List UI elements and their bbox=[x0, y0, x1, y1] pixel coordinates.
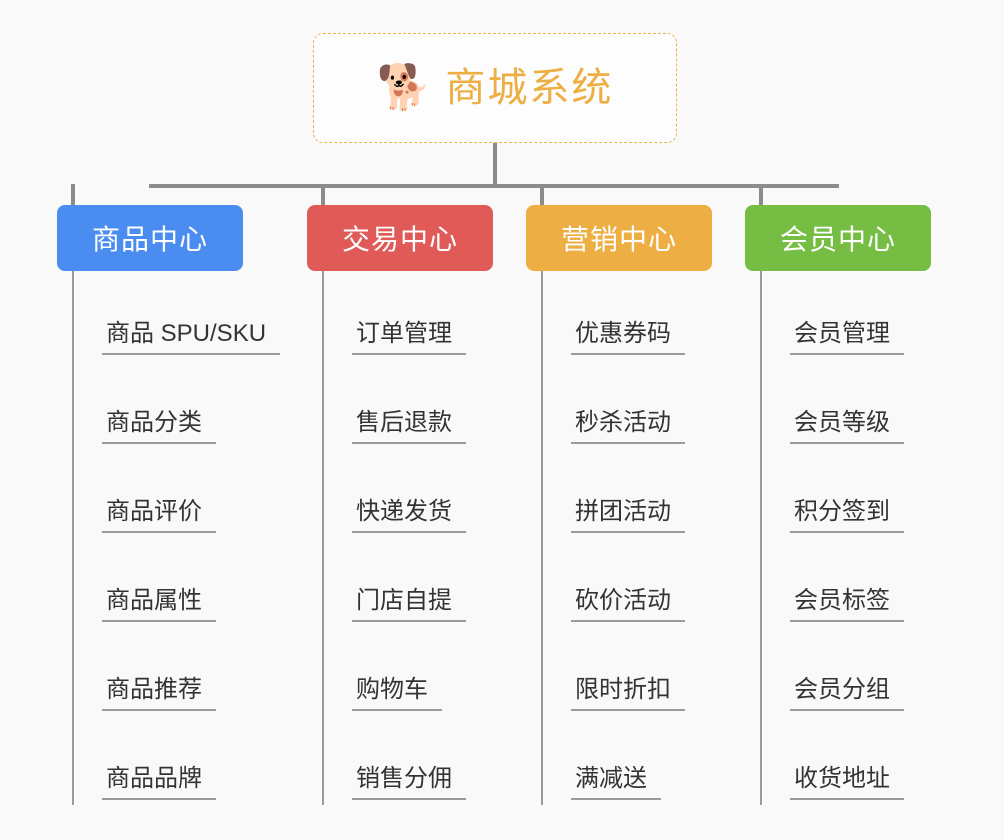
leaf-item[interactable]: 商品品牌 bbox=[72, 716, 280, 805]
connector-drop-trade-center bbox=[321, 184, 325, 208]
leaf-item-label: 秒杀活动 bbox=[571, 409, 685, 444]
connector-drop-member-center bbox=[759, 184, 763, 208]
leaf-item[interactable]: 售后退款 bbox=[322, 360, 466, 449]
leaf-item[interactable]: 商品 SPU/SKU bbox=[72, 271, 281, 360]
leaf-item-label: 砍价活动 bbox=[571, 587, 685, 622]
root-title: 商城系统 bbox=[445, 66, 614, 110]
leaf-item-label: 会员等级 bbox=[790, 409, 904, 444]
leaf-item-label: 购物车 bbox=[352, 676, 442, 711]
leaf-item[interactable]: 收货地址 bbox=[760, 716, 904, 805]
leaf-item[interactable]: 拼团活动 bbox=[541, 449, 685, 538]
leaf-item-label: 订单管理 bbox=[352, 320, 466, 355]
leaf-item-label: 商品属性 bbox=[102, 587, 216, 622]
leaf-item[interactable]: 快递发货 bbox=[322, 449, 466, 538]
category-label: 会员中心 bbox=[779, 224, 896, 255]
leaf-item-label: 拼团活动 bbox=[571, 498, 685, 533]
leaf-item-label: 满减送 bbox=[571, 765, 661, 800]
leaf-item[interactable]: 满减送 bbox=[541, 716, 685, 805]
connector-drop-marketing-center bbox=[540, 184, 544, 208]
leaf-column-trade-center: 订单管理售后退款快递发货门店自提购物车销售分佣 bbox=[322, 271, 466, 805]
leaf-item-label: 会员管理 bbox=[790, 320, 904, 355]
leaf-column-product-center: 商品 SPU/SKU 商品分类商品评价商品属性商品推荐商品品牌 bbox=[72, 271, 281, 805]
leaf-item[interactable]: 商品推荐 bbox=[72, 627, 280, 716]
category-card-marketing-center[interactable]: 营销中心 bbox=[526, 205, 712, 271]
leaf-item-label: 销售分佣 bbox=[352, 765, 466, 800]
category-label: 商品中心 bbox=[91, 224, 208, 255]
leaf-item-label: 优惠券码 bbox=[571, 320, 685, 355]
leaf-item-label: 商品分类 bbox=[102, 409, 216, 444]
category-card-product-center[interactable]: 商品中心 bbox=[57, 205, 243, 271]
category-card-trade-center[interactable]: 交易中心 bbox=[307, 205, 493, 271]
leaf-item[interactable]: 会员标签 bbox=[760, 538, 904, 627]
leaf-item-label: 商品品牌 bbox=[102, 765, 216, 800]
leaf-item[interactable]: 商品评价 bbox=[72, 449, 280, 538]
connector-drop-product-center bbox=[71, 184, 75, 208]
leaf-item-label: 积分签到 bbox=[790, 498, 904, 533]
leaf-item-label: 限时折扣 bbox=[571, 676, 685, 711]
leaf-column-marketing-center: 优惠券码秒杀活动拼团活动砍价活动限时折扣满减送 bbox=[541, 271, 685, 805]
leaf-item[interactable]: 积分签到 bbox=[760, 449, 904, 538]
leaf-item[interactable]: 销售分佣 bbox=[322, 716, 466, 805]
leaf-item-label: 会员分组 bbox=[790, 676, 904, 711]
leaf-rail bbox=[72, 271, 74, 805]
leaf-rail bbox=[541, 271, 543, 805]
leaf-item-label: 会员标签 bbox=[790, 587, 904, 622]
connector-root-stem bbox=[493, 143, 497, 187]
leaf-item-label: 商品推荐 bbox=[102, 676, 216, 711]
category-card-member-center[interactable]: 会员中心 bbox=[745, 205, 931, 271]
connector-horizontal-bus bbox=[149, 184, 839, 188]
leaf-item-label: 商品评价 bbox=[102, 498, 216, 533]
root-node[interactable]: 🐕 商城系统 bbox=[313, 33, 677, 143]
leaf-item[interactable]: 砍价活动 bbox=[541, 538, 685, 627]
leaf-item[interactable]: 秒杀活动 bbox=[541, 360, 685, 449]
leaf-item[interactable]: 优惠券码 bbox=[541, 271, 685, 360]
leaf-item[interactable]: 订单管理 bbox=[322, 271, 466, 360]
leaf-item-label: 收货地址 bbox=[790, 765, 904, 800]
leaf-item[interactable]: 会员管理 bbox=[760, 271, 904, 360]
leaf-item[interactable]: 购物车 bbox=[322, 627, 466, 716]
leaf-column-member-center: 会员管理会员等级积分签到会员标签会员分组收货地址 bbox=[760, 271, 904, 805]
leaf-rail bbox=[322, 271, 324, 805]
leaf-item[interactable]: 商品属性 bbox=[72, 538, 280, 627]
leaf-item[interactable]: 门店自提 bbox=[322, 538, 466, 627]
leaf-item[interactable]: 会员等级 bbox=[760, 360, 904, 449]
category-label: 交易中心 bbox=[341, 224, 458, 255]
leaf-item-label: 售后退款 bbox=[352, 409, 466, 444]
leaf-item[interactable]: 会员分组 bbox=[760, 627, 904, 716]
leaf-item[interactable]: 商品分类 bbox=[72, 360, 280, 449]
leaf-item-label: 商品 SPU/SKU bbox=[102, 320, 281, 355]
shiba-inu-face-icon: 🐕 bbox=[376, 63, 432, 112]
leaf-rail bbox=[760, 271, 762, 805]
leaf-item[interactable]: 限时折扣 bbox=[541, 627, 685, 716]
category-label: 营销中心 bbox=[560, 224, 677, 255]
leaf-item-label: 门店自提 bbox=[352, 587, 466, 622]
leaf-item-label: 快递发货 bbox=[352, 498, 466, 533]
